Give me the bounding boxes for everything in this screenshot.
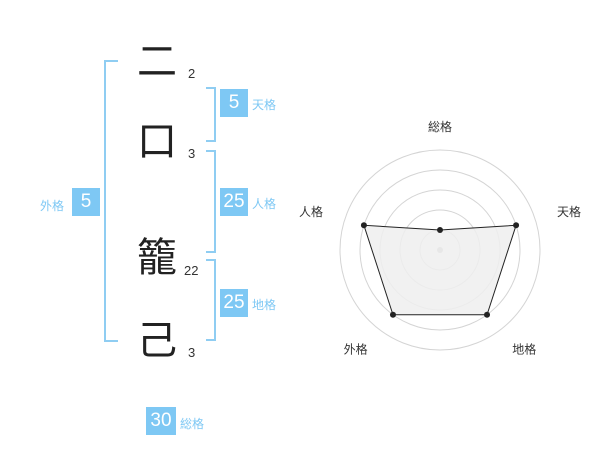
jinkaku-badge: 25 (220, 188, 248, 216)
radar-point (513, 222, 520, 229)
kanji-strokes-3: 22 (184, 263, 199, 278)
radar-grid-ring (339, 149, 541, 351)
chikaku-bracket (206, 259, 216, 341)
soukaku-label: 総格 (180, 417, 205, 431)
kanji-strokes-4: 3 (188, 345, 196, 360)
kanji-strokes-1: 2 (188, 66, 196, 81)
radar-axis-label: 天格 (557, 204, 581, 219)
tenkaku-label: 天格 (252, 98, 277, 112)
tenkaku-bracket (206, 87, 216, 142)
kanji-char-1: 二 (137, 39, 177, 85)
radar-axis-label: 総格 (428, 119, 452, 134)
gaikaku-label: 外格 (40, 199, 65, 213)
kanji-char-2: 口 (137, 119, 177, 165)
radar-axis-label: 外格 (344, 342, 368, 357)
radar-point (389, 311, 396, 318)
kanji-char-4: 己 (137, 318, 177, 364)
soukaku-badge: 30 (146, 407, 176, 435)
radar-area (363, 224, 517, 316)
radar-grid-ring (359, 169, 521, 331)
jinkaku-label: 人格 (252, 197, 277, 211)
radar-point (484, 311, 491, 318)
radar-point (360, 222, 367, 229)
kanji-char-3: 籠 (137, 235, 177, 281)
gaikaku-badge: 5 (72, 188, 100, 216)
radar-axis-label: 地格 (512, 342, 536, 357)
radar-point (437, 227, 443, 233)
chikaku-badge: 25 (220, 289, 248, 317)
jinkaku-bracket (206, 150, 216, 253)
tenkaku-badge: 5 (220, 89, 248, 117)
chikaku-label: 地格 (252, 298, 277, 312)
radar-axis-label: 人格 (299, 204, 323, 219)
gaikaku-bracket (104, 60, 118, 342)
kanji-strokes-2: 3 (188, 146, 196, 161)
